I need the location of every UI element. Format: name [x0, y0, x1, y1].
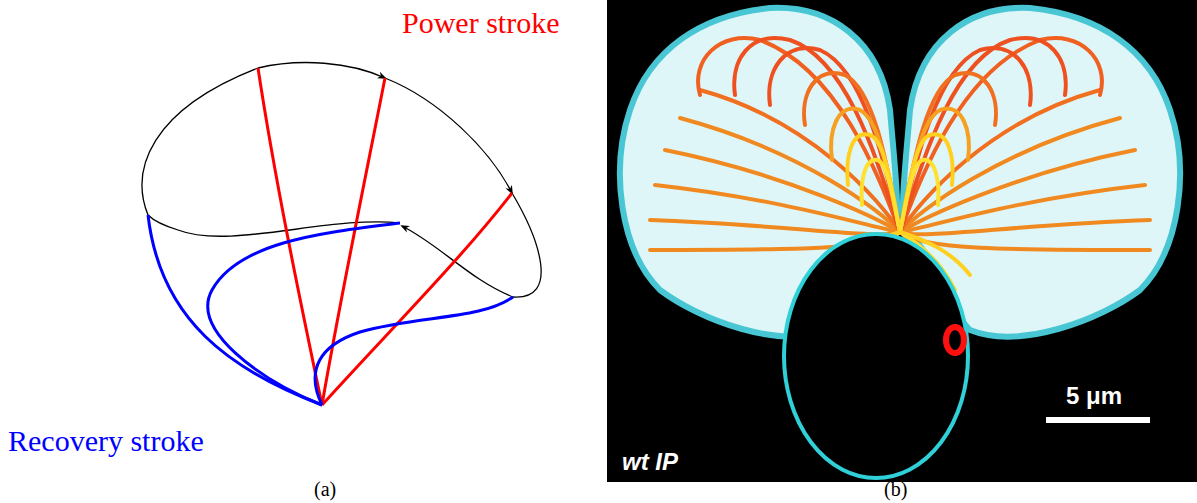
image-tag: wt IP [622, 448, 678, 476]
stroke-label: Recovery stroke [8, 424, 204, 458]
panel-label: (b) [884, 478, 907, 501]
recovery-stroke-cilia [148, 215, 513, 405]
cell-body [784, 234, 968, 478]
marker-spot [946, 327, 964, 353]
stroke-label: Power stroke [402, 6, 559, 40]
panel-label: (a) [314, 478, 336, 501]
cilia-traces-mirrored [900, 38, 1150, 290]
beat-envelope [142, 63, 541, 298]
scale-bar [1046, 417, 1150, 423]
power-stroke-cilia [258, 68, 512, 405]
scale-label: 5 μm [1066, 382, 1122, 410]
micrograph-background [607, 0, 1197, 482]
